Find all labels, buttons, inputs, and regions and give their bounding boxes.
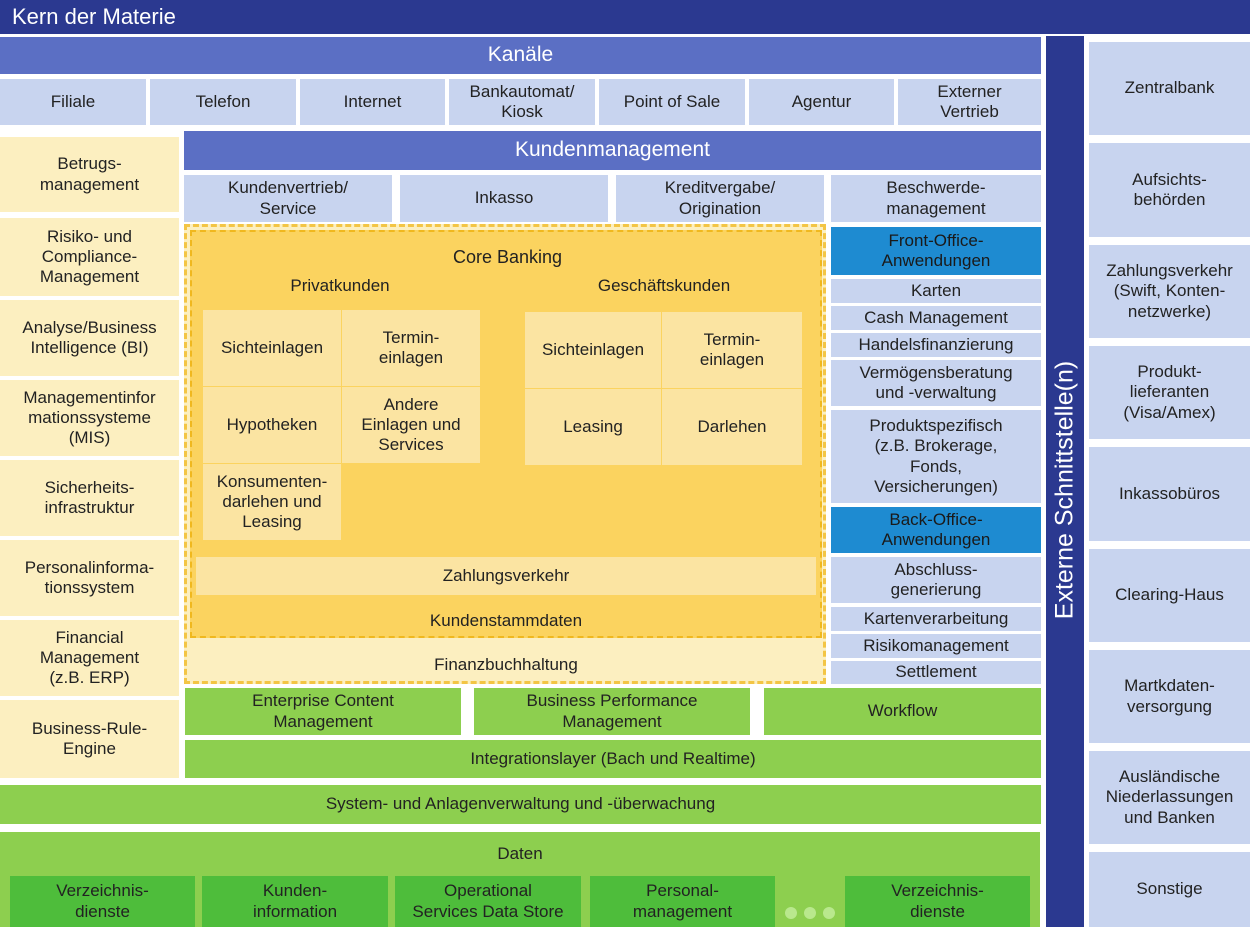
gk-termineinlagen: Termin- einlagen xyxy=(662,312,802,388)
gk-sichteinlagen: Sichteinlagen xyxy=(525,312,661,388)
left-business-rule-engine: Business-Rule- Engine xyxy=(0,700,179,778)
gk-darlehen: Darlehen xyxy=(662,389,802,465)
enterprise-content-management: Enterprise Content Management xyxy=(185,688,461,735)
pk-termineinlagen: Termin- einlagen xyxy=(342,310,480,386)
left-financial-management: Financial Management (z.B. ERP) xyxy=(0,620,179,696)
pk-sichteinlagen: Sichteinlagen xyxy=(203,310,341,386)
pk-konsumentendarlehen: Konsumenten- darlehen und Leasing xyxy=(203,464,341,540)
cm-inkasso: Inkasso xyxy=(400,175,608,222)
left-betrugsmanagement: Betrugs- management xyxy=(0,137,179,212)
front-office-anwendungen: Front-Office- Anwendungen xyxy=(831,227,1041,275)
channel-internet: Internet xyxy=(300,79,445,125)
core-banking-title: Core Banking xyxy=(452,247,563,268)
service-handelsfinanzierung: Handelsfinanzierung xyxy=(831,333,1041,357)
ext-aufsichtsbehoerden: Aufsichts- behörden xyxy=(1089,143,1250,237)
service-abschlussgenerierung: Abschluss- generierung xyxy=(831,557,1041,603)
channel-externer-vertrieb: Externer Vertrieb xyxy=(898,79,1041,125)
page-title: Kern der Materie xyxy=(0,0,1250,34)
service-vermoegensberatung: Vermögensberatung und -verwaltung xyxy=(831,360,1041,406)
channel-telefon: Telefon xyxy=(150,79,296,125)
pk-hypotheken: Hypotheken xyxy=(203,387,341,463)
data-personalmanagement: Personal- management xyxy=(590,876,775,927)
ext-zahlungsverkehr: Zahlungsverkehr (Swift, Konten- netzwerk… xyxy=(1089,245,1250,338)
cm-beschwerdemanagement: Beschwerde- management xyxy=(831,175,1041,222)
gk-leasing: Leasing xyxy=(525,389,661,465)
left-mis: Managementinfor mationssysteme (MIS) xyxy=(0,380,179,456)
data-verzeichnisdienste-2: Verzeichnis- dienste xyxy=(845,876,1030,927)
channel-bankautomat: Bankautomat/ Kiosk xyxy=(449,79,595,125)
channel-agentur: Agentur xyxy=(749,79,894,125)
left-sicherheitsinfrastruktur: Sicherheits- infrastruktur xyxy=(0,460,179,536)
ext-zentralbank: Zentralbank xyxy=(1089,42,1250,135)
business-performance-management: Business Performance Management xyxy=(474,688,750,735)
left-analyse-bi: Analyse/Business Intelligence (BI) xyxy=(0,300,179,376)
channels-header: Kanäle xyxy=(0,37,1041,74)
data-operational-services: Operational Services Data Store xyxy=(395,876,581,927)
service-settlement: Settlement xyxy=(831,661,1041,684)
finanzbuchhaltung-bar: Finanzbuchhaltung xyxy=(434,654,578,674)
privatkunden-label: Privatkunden xyxy=(290,275,390,295)
kundenstammdaten-bar: Kundenstammdaten xyxy=(429,610,583,630)
more-items-dots xyxy=(785,907,835,919)
ext-inkassobueros: Inkassobüros xyxy=(1089,447,1250,541)
data-verzeichnisdienste-1: Verzeichnis- dienste xyxy=(10,876,195,927)
service-risikomanagement: Risikomanagement xyxy=(831,634,1041,658)
service-produktspezifisch: Produktspezifisch (z.B. Brokerage, Fonds… xyxy=(831,410,1041,503)
external-interface-label: Externe Schnittstelle(n) xyxy=(1050,360,1079,620)
ext-produktlieferanten: Produkt- lieferanten (Visa/Amex) xyxy=(1089,346,1250,439)
customer-management-header: Kundenmanagement xyxy=(184,131,1041,170)
left-risiko-compliance: Risiko- und Compliance- Management xyxy=(0,218,179,296)
zahlungsverkehr-bar: Zahlungsverkehr xyxy=(196,557,816,595)
integrationslayer: Integrationslayer (Bach und Realtime) xyxy=(185,740,1041,778)
service-kartenverarbeitung: Kartenverarbeitung xyxy=(831,607,1041,631)
ext-clearing-haus: Clearing-Haus xyxy=(1089,549,1250,642)
external-interface-bar xyxy=(1046,36,1084,927)
workflow: Workflow xyxy=(764,688,1041,735)
ext-marktdatenversorgung: Martkdaten- versorgung xyxy=(1089,650,1250,743)
pk-andere-einlagen: Andere Einlagen und Services xyxy=(342,387,480,463)
back-office-anwendungen: Back-Office- Anwendungen xyxy=(831,507,1041,553)
ext-sonstige: Sonstige xyxy=(1089,852,1250,927)
system-anlagenverwaltung: System- und Anlagenverwaltung und -überw… xyxy=(0,785,1041,824)
ext-auslaendische-niederlassungen: Ausländische Niederlassungen und Banken xyxy=(1089,751,1250,844)
data-header: Daten xyxy=(497,843,543,863)
service-karten: Karten xyxy=(831,279,1041,303)
channel-point-of-sale: Point of Sale xyxy=(599,79,745,125)
cm-kundenvertrieb: Kundenvertrieb/ Service xyxy=(184,175,392,222)
data-kundeninformation: Kunden- information xyxy=(202,876,388,927)
left-personalinformationssystem: Personalinforma- tionssystem xyxy=(0,540,179,616)
cm-kreditvergabe: Kreditvergabe/ Origination xyxy=(616,175,824,222)
channel-filiale: Filiale xyxy=(0,79,146,125)
geschaeftskunden-label: Geschäftskunden xyxy=(597,275,731,295)
service-cash-management: Cash Management xyxy=(831,306,1041,330)
